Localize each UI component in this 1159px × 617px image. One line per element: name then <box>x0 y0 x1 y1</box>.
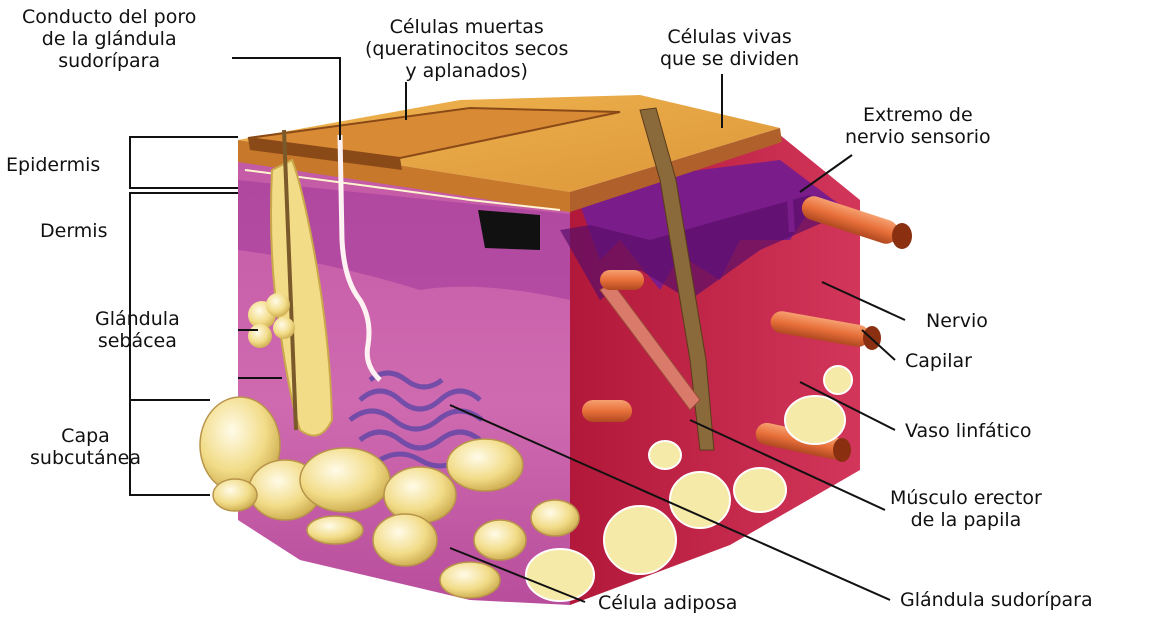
label-dermis: Dermis <box>40 220 107 242</box>
label-glandula-sebacea: Glándula sebácea <box>95 308 180 352</box>
label-vaso-linfatico: Vaso linfático <box>905 420 1031 442</box>
label-nervio: Nervio <box>926 310 988 332</box>
label-capilar: Capilar <box>905 350 972 372</box>
label-extremo-nervio: Extremo de nervio sensorio <box>845 104 991 148</box>
label-epidermis: Epidermis <box>6 154 100 176</box>
label-celula-adiposa: Célula adiposa <box>598 592 737 614</box>
label-capa-subcutanea: Capa subcutánea <box>30 425 141 469</box>
cutaway-shadow <box>478 210 540 250</box>
label-musculo-erector: Músculo erector de la papila <box>890 487 1042 531</box>
label-celulas-muertas: Células muertas (queratinocitos secos y … <box>365 16 568 82</box>
label-celulas-vivas: Células vivas que se dividen <box>660 26 799 70</box>
sensory-nerve <box>790 200 792 232</box>
label-glandula-sudoripara: Glándula sudorípara <box>900 589 1093 611</box>
label-conducto-poro: Conducto del poro de la glándula sudoríp… <box>22 6 196 72</box>
